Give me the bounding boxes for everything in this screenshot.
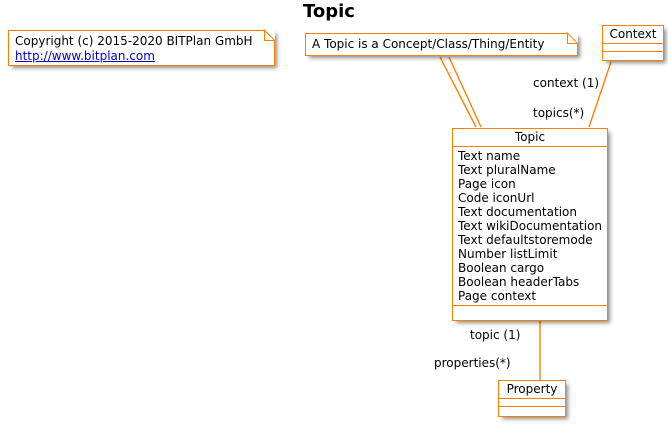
class-box-topic[interactable]: Topic Text name Text pluralName Page ico… (452, 128, 608, 321)
class-title-context: Context (603, 26, 663, 44)
class-attribute: Page icon (458, 177, 516, 191)
class-attribute: Boolean headerTabs (458, 275, 580, 289)
note-topic-description-text: A Topic is a Concept/Class/Thing/Entity (312, 37, 545, 51)
class-attributes-context (603, 44, 663, 52)
note-link-line-right (448, 56, 482, 128)
class-title-topic: Topic (453, 129, 607, 147)
note-copyright: Copyright (c) 2015-2020 BITPlan GmbH htt… (8, 30, 275, 66)
class-attribute: Text documentation (458, 205, 577, 219)
class-attribute: Text name (458, 149, 521, 163)
class-box-property[interactable]: Property (498, 380, 566, 417)
association-context-topic (588, 61, 612, 128)
class-title-property: Property (499, 381, 565, 399)
class-attribute: Page context (458, 289, 537, 303)
note-link-line-left (439, 56, 477, 128)
class-attribute: Boolean cargo (458, 261, 545, 275)
association-label-properties-role: properties(*) (434, 356, 511, 370)
association-label-context-role: context (1) (533, 76, 600, 90)
note-copyright-text: Copyright (c) 2015-2020 BITPlan GmbH (15, 34, 253, 48)
class-attribute: Code iconUrl (458, 191, 535, 205)
class-attributes-property (499, 399, 565, 407)
class-operations-topic (453, 306, 607, 313)
bitplan-website-link[interactable]: http://www.bitplan.com (15, 49, 155, 63)
class-attribute: Text pluralName (458, 163, 556, 177)
class-box-context[interactable]: Context (602, 25, 664, 61)
note-fold-corner-icon (264, 30, 275, 41)
note-fold-corner-icon (567, 33, 578, 44)
class-attributes-topic: Text name Text pluralName Page icon Code… (453, 147, 607, 306)
class-attribute: Text wikiDocumentation (458, 219, 603, 233)
class-operations-context (603, 52, 663, 59)
association-label-topics-role: topics(*) (533, 106, 585, 120)
class-operations-property (499, 407, 565, 414)
note-topic-description: A Topic is a Concept/Class/Thing/Entity (305, 33, 578, 56)
page-title: Topic (303, 1, 355, 22)
class-attribute: Number listLimit (458, 247, 558, 261)
class-attribute: Text defaultstoremode (458, 233, 593, 247)
association-label-topic-role: topic (1) (470, 328, 521, 342)
